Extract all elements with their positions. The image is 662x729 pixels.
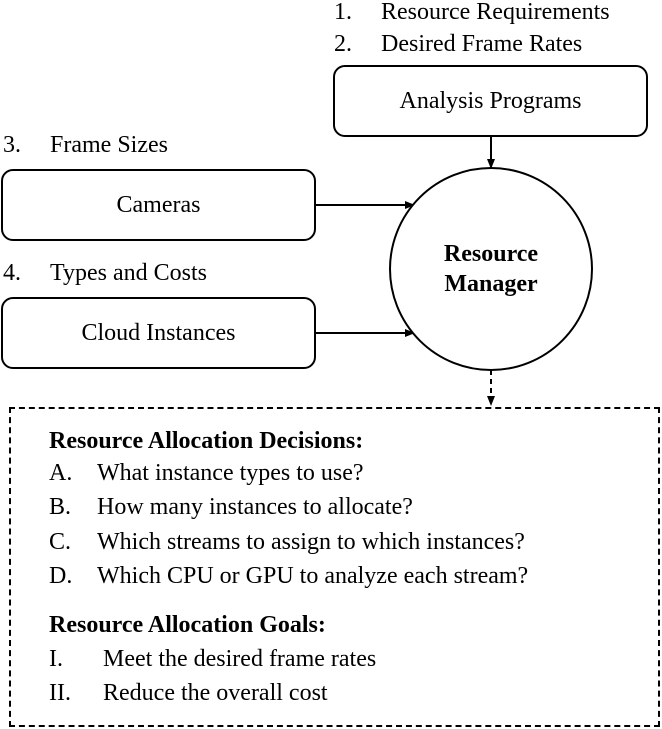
cameras-label-num: 3. bbox=[3, 132, 21, 158]
goal-item-text: Meet the desired frame rates bbox=[103, 646, 377, 672]
analysis-label-1: 1. Resource Requirements bbox=[334, 0, 610, 24]
analysis-label-2-text: Desired Frame Rates bbox=[381, 31, 583, 57]
cameras-box: Cameras bbox=[1, 169, 316, 241]
goal-item-letter: I. bbox=[49, 646, 63, 672]
goal-item-letter: II. bbox=[49, 680, 71, 706]
decision-item-letter: B. bbox=[49, 494, 72, 520]
analysis-label-2-num: 2. bbox=[334, 31, 352, 57]
cloud-instances-box: Cloud Instances bbox=[1, 297, 316, 369]
cameras-label-text: Frame Sizes bbox=[50, 132, 168, 158]
decision-item: C. Which streams to assign to which insta… bbox=[49, 529, 525, 556]
analysis-programs-box: Analysis Programs bbox=[333, 65, 648, 137]
cameras-label: 3. Frame Sizes bbox=[3, 133, 168, 157]
cameras-box-label: Cameras bbox=[116, 191, 201, 218]
decisions-title: Resource Allocation Decisions: bbox=[49, 428, 364, 454]
decision-item: B. How many instances to allocate? bbox=[49, 494, 413, 521]
decision-item: A. What instance types to use? bbox=[49, 460, 364, 487]
goal-item: II. Reduce the overall cost bbox=[49, 680, 328, 707]
analysis-programs-label: Analysis Programs bbox=[399, 87, 582, 114]
goal-item: I. Meet the desired frame rates bbox=[49, 646, 376, 673]
decision-item-text: Which streams to assign to which instanc… bbox=[97, 529, 525, 555]
analysis-label-1-text: Resource Requirements bbox=[381, 0, 610, 25]
cloud-label: 4. Types and Costs bbox=[3, 261, 207, 285]
cloud-label-text: Types and Costs bbox=[50, 260, 207, 286]
decision-item: D. Which CPU or GPU to analyze each strea… bbox=[49, 563, 528, 590]
analysis-label-1-num: 1. bbox=[334, 0, 352, 25]
analysis-label-2: 2. Desired Frame Rates bbox=[334, 32, 582, 56]
decision-item-letter: A. bbox=[49, 460, 73, 486]
allocation-dashed-box bbox=[9, 407, 660, 727]
resource-manager-line1: Resource bbox=[443, 241, 539, 267]
decision-item-letter: D. bbox=[49, 563, 73, 589]
decision-item-text: What instance types to use? bbox=[97, 460, 364, 486]
cloud-label-num: 4. bbox=[3, 260, 21, 286]
cloud-instances-box-label: Cloud Instances bbox=[81, 319, 236, 346]
resource-manager-circle: Resource Manager bbox=[389, 167, 593, 371]
decision-item-text: Which CPU or GPU to analyze each stream? bbox=[97, 563, 529, 589]
resource-manager-line2: Manager bbox=[444, 271, 538, 297]
goals-title: Resource Allocation Goals: bbox=[49, 612, 326, 638]
decision-item-text: How many instances to allocate? bbox=[97, 494, 413, 520]
goal-item-text: Reduce the overall cost bbox=[103, 680, 328, 706]
decision-item-letter: C. bbox=[49, 529, 72, 555]
